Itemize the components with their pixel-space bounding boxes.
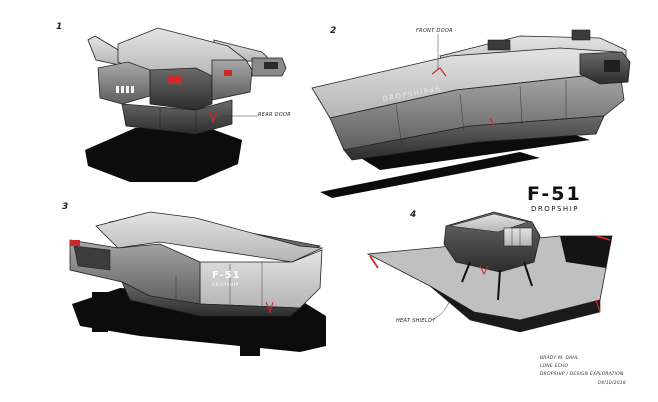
signature-description: Dropship / Design Exploration bbox=[540, 372, 624, 377]
sketch-side-view bbox=[311, 29, 631, 198]
sketch-front-three-quarter-view bbox=[69, 211, 326, 356]
callout-front-door: Front door bbox=[416, 28, 453, 34]
sheet-subtitle: DROPSHIP bbox=[531, 205, 579, 213]
hull-nose-code: F-51 bbox=[212, 270, 241, 281]
signature-author: Brady M. Dahl bbox=[540, 356, 579, 361]
panel-number-1: 1 bbox=[56, 22, 63, 32]
callout-rear-door: Rear door bbox=[258, 112, 292, 118]
hull-nose-name: DROPSHIP bbox=[212, 282, 239, 287]
callout-heat-shield: Heat shield? bbox=[396, 318, 436, 324]
signature-project: Lone Echo bbox=[540, 364, 569, 369]
sketch-deployed-view bbox=[366, 211, 613, 333]
signature-date: 04/10/2018 bbox=[598, 381, 626, 386]
sheet-title: F-51 bbox=[527, 183, 582, 205]
panel-number-3: 3 bbox=[62, 202, 69, 212]
sketch-rear-view bbox=[85, 27, 287, 182]
panel-number-4: 4 bbox=[410, 210, 417, 220]
panel-number-2: 2 bbox=[330, 26, 337, 36]
